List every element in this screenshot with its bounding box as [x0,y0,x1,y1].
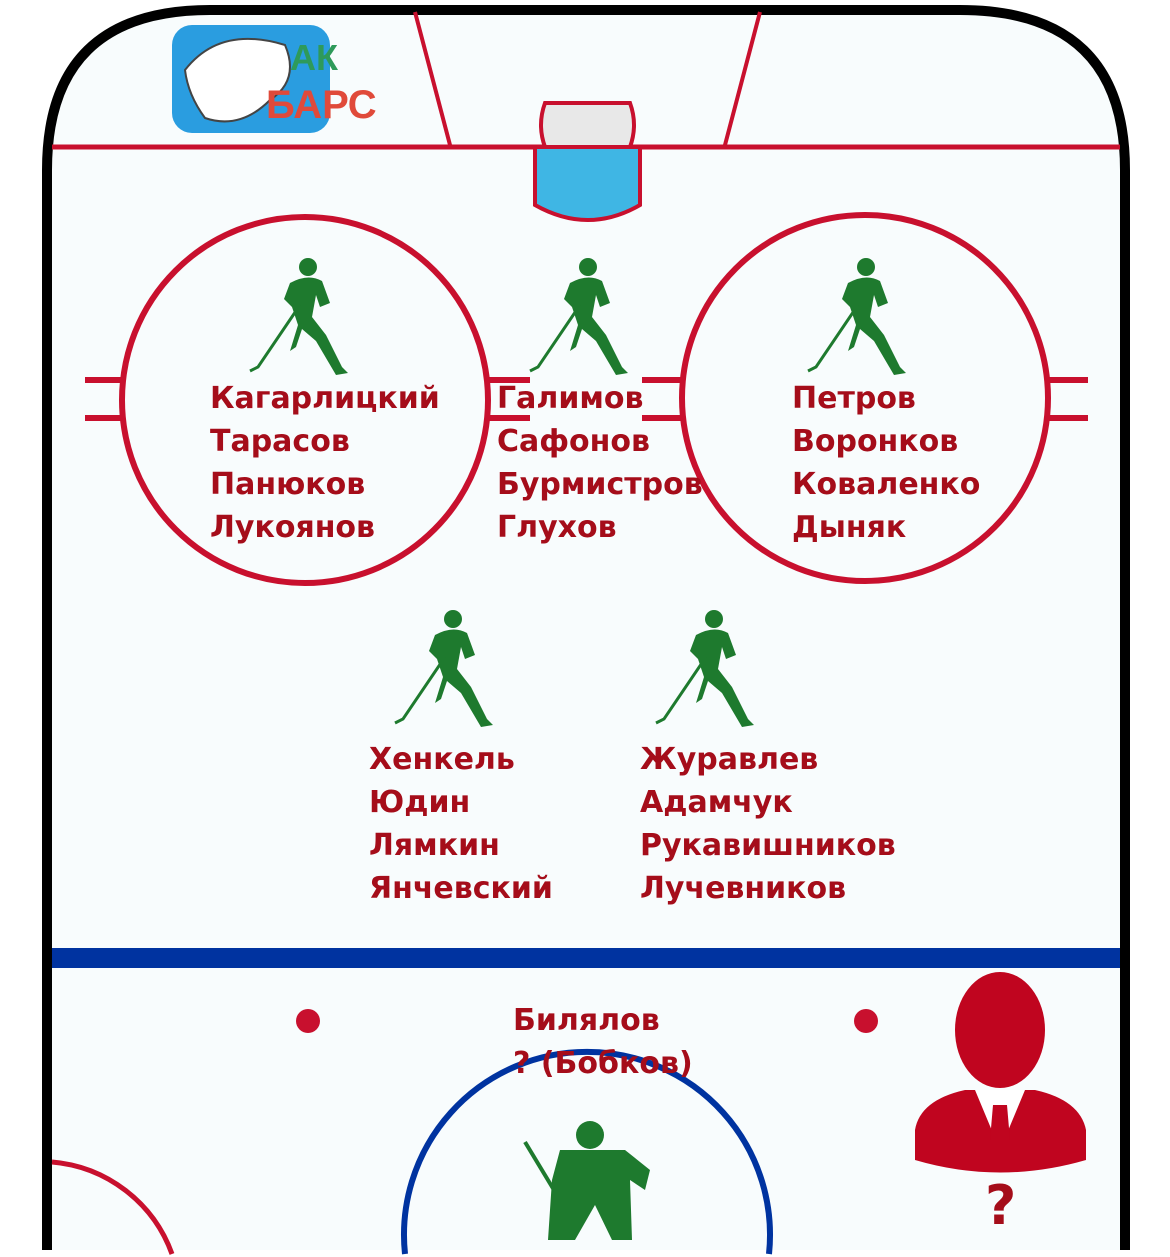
player-name: Бурмистров [497,467,703,502]
line-4-names: Хенкель Юдин Лямкин Янчевский [369,738,553,910]
player-name: Лукоянов [210,510,376,545]
goalie-names: Билялов ? (Бобков) [513,999,693,1085]
line-2-names: Галимов Сафонов Бурмистров Глухов [497,377,703,549]
svg-text:БАРС: БАРС [266,83,377,127]
player-name: Воронков [792,424,959,459]
player-name: Хенкель [369,742,515,777]
player-name: Журавлев [640,742,819,777]
line-3-names: Петров Воронков Коваленко Дыняк [792,377,980,549]
line-1-names: Кагарлицкий Тарасов Панюков Лукоянов [210,377,440,549]
player-name: Глухов [497,510,617,545]
faceoff-circle-partial [51,1159,175,1255]
player-name: Галимов [497,381,644,416]
goalie-icon [523,1121,650,1240]
player-name: Сафонов [497,424,650,459]
player-name: Юдин [369,785,471,820]
logo: АК БАРС [172,25,377,133]
player-name: Коваленко [792,467,981,502]
player-name: Лямкин [369,828,500,863]
goalie-name: Билялов [513,1003,660,1038]
player-name: Лучевников [640,871,847,906]
player-name: Панюков [210,467,366,502]
coach-silhouette-icon [915,972,1086,1173]
line-5-names: Журавлев Адамчук Рукавишников Лучевников [640,738,896,910]
player-name: Петров [792,381,916,416]
player-name: Тарасов [210,424,350,459]
coach-unknown-label: ? [985,1174,1017,1237]
player-name: Рукавишников [640,828,896,863]
player-name: Янчевский [369,871,553,906]
player-name: Кагарлицкий [210,381,440,416]
goalie-name: ? (Бобков) [513,1046,693,1081]
player-name: Дыняк [792,510,907,545]
goalie-crease-circle [401,1048,773,1255]
player-name: Адамчук [640,785,793,820]
svg-text:АК: АК [290,37,339,78]
